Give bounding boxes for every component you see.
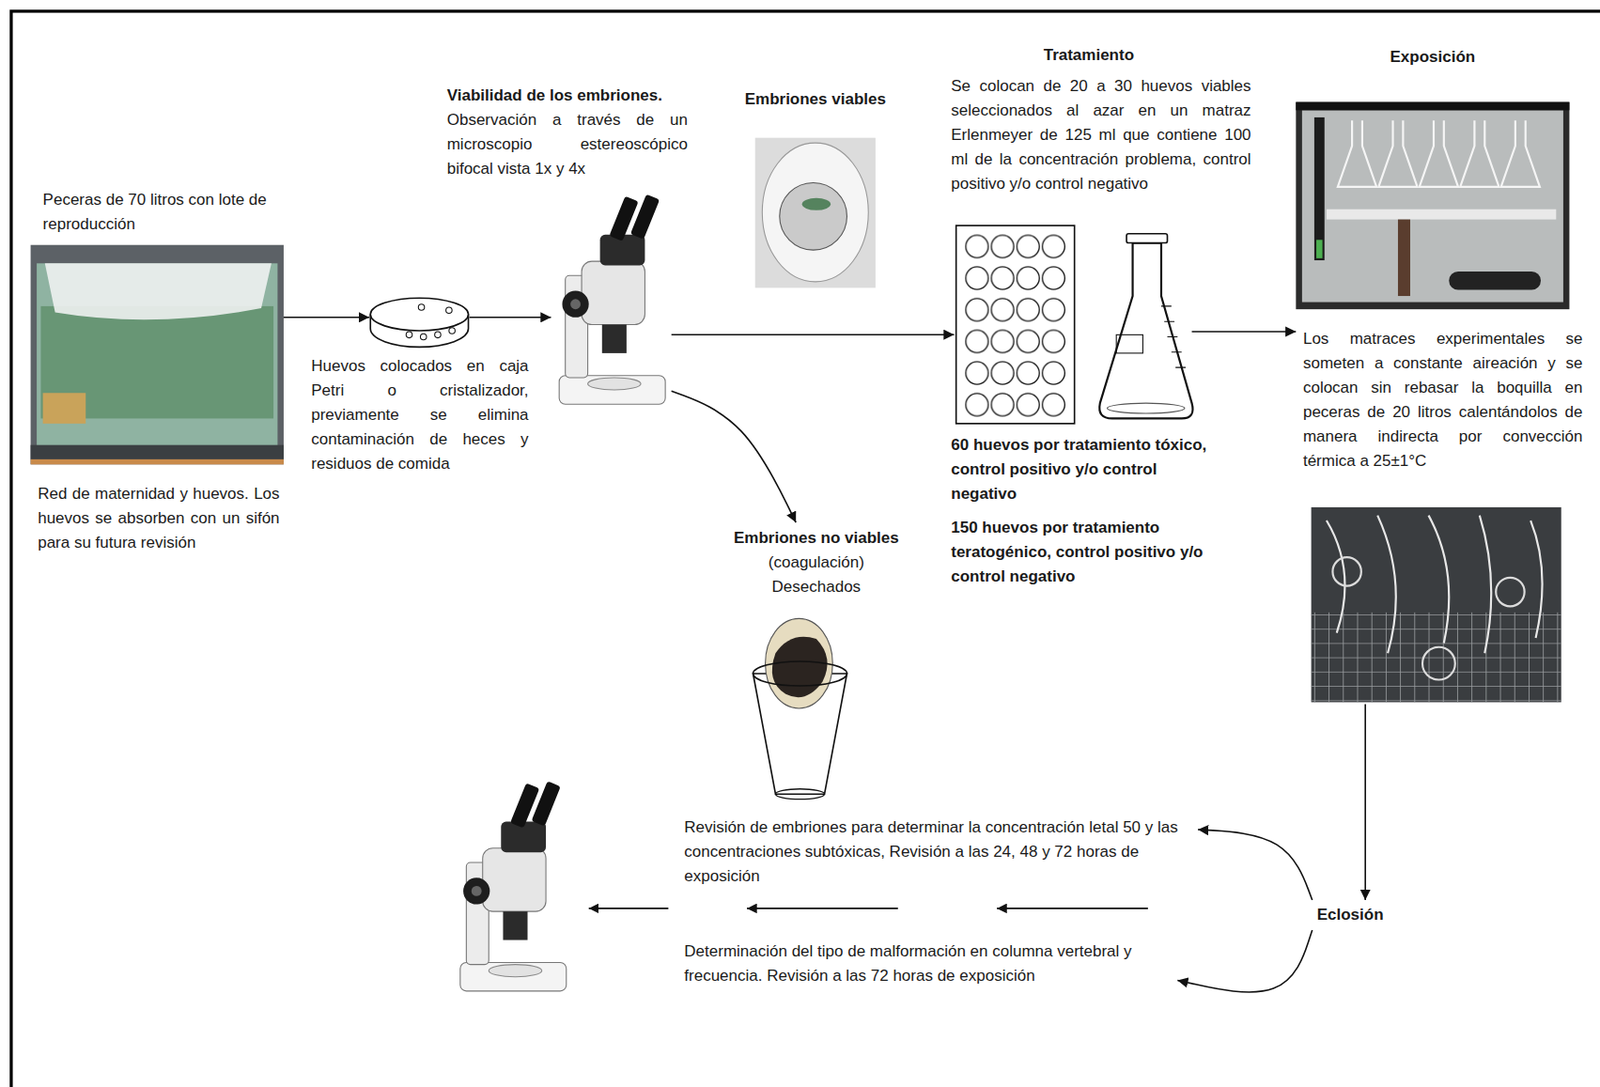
heading-text: Tratamiento [950,43,1227,68]
body-text: Se colocan de 20 a 30 huevos viables sel… [950,74,1251,197]
body-text: Huevos colocados en caja Petri o cristal… [310,354,529,477]
nonviable-egg-in-cup [753,618,848,799]
viable-egg-photo [755,138,876,289]
text-block: Exposición [1295,45,1569,70]
treatment-step: TratamientoSe colocan de 20 a 30 huevos … [954,222,1193,424]
flow-arrow [1192,330,1297,333]
well-plate [956,225,1075,424]
lc50-review: Revisión de embriones para determinar la… [679,812,1198,892]
text-block: Viabilidad de los embriones.Observación … [447,83,688,182]
heading-text: Embriones no viables [719,526,914,551]
body-text: Red de maternidad y huevos. Los huevos s… [37,481,280,556]
body-text: Desechados [719,574,914,600]
flow-arrow [1197,829,1313,901]
petri-dish [370,297,468,347]
body-text: Determinación del tipo de malformación e… [683,939,1173,989]
text-block: Se colocan de 20 a 30 huevos viables sel… [950,74,1251,197]
microscope-icon [460,780,567,991]
microscope-icon [559,194,666,404]
text-block: Red de maternidad y huevos. Los huevos s… [37,481,280,556]
flow-arrow [671,333,955,336]
aquarium-photo [31,245,284,466]
text-block: Peceras de 70 litros con lote de reprodu… [43,187,293,237]
exposure-photo [1295,102,1569,311]
body-text: (coagulación) [719,550,914,575]
aquarium-step: Peceras de 70 litros con lote de reprodu… [31,245,284,466]
body-text: Revisión de embriones para determinar la… [683,815,1194,889]
text-block: Los matraces experimentales se someten a… [1303,326,1584,474]
body-text: Peceras de 70 litros con lote de reprodu… [43,187,293,237]
malformation-review: Determinación del tipo de malformación e… [679,936,1178,992]
heading-text: 150 huevos por tratamiento teratogénico,… [950,515,1219,590]
flow-arrow [283,316,370,319]
flow-arrow [671,390,797,523]
text-block: 60 huevos por tratamiento tóxico, contro… [950,433,1219,590]
heading-text: 60 huevos por tratamiento tóxico, contro… [950,433,1219,507]
nonviable-embryo: Embriones no viables(coagulación)Desecha… [719,522,914,798]
heading-text: Exposición [1295,45,1569,70]
microscope-step: Viabilidad de los embriones.Observación … [550,193,671,408]
exposure-step: ExposiciónLos matraces experimentales se… [1295,102,1569,705]
heading-text: Embriones viables [723,87,907,112]
outer-frame [11,11,1600,1087]
petri-step: Huevos colocados en caja Petri o cristal… [369,292,469,350]
text-block: Huevos colocados en caja Petri o cristal… [310,354,529,477]
text-block: Tratamiento [950,43,1227,68]
review-arrows [589,907,1149,910]
heading-text: Viabilidad de los embriones. [447,83,688,109]
aeration-photo [1311,507,1562,702]
flow-arrow [1364,703,1367,901]
text-block: Embriones no viables(coagulación)Desecha… [719,526,914,600]
flow-arrow [1177,930,1312,993]
body-text: Los matraces experimentales se someten a… [1303,326,1584,474]
hatching-step: Eclosión [1312,900,1400,931]
erlenmeyer-flask [1099,233,1193,420]
body-text: Observación a través de un microscopio e… [447,108,688,182]
viable-embryo: Embriones viables [755,138,876,289]
text-block: Embriones viables [723,87,907,112]
flow-arrow [469,316,552,319]
heading-text: Eclosión [1317,902,1396,928]
